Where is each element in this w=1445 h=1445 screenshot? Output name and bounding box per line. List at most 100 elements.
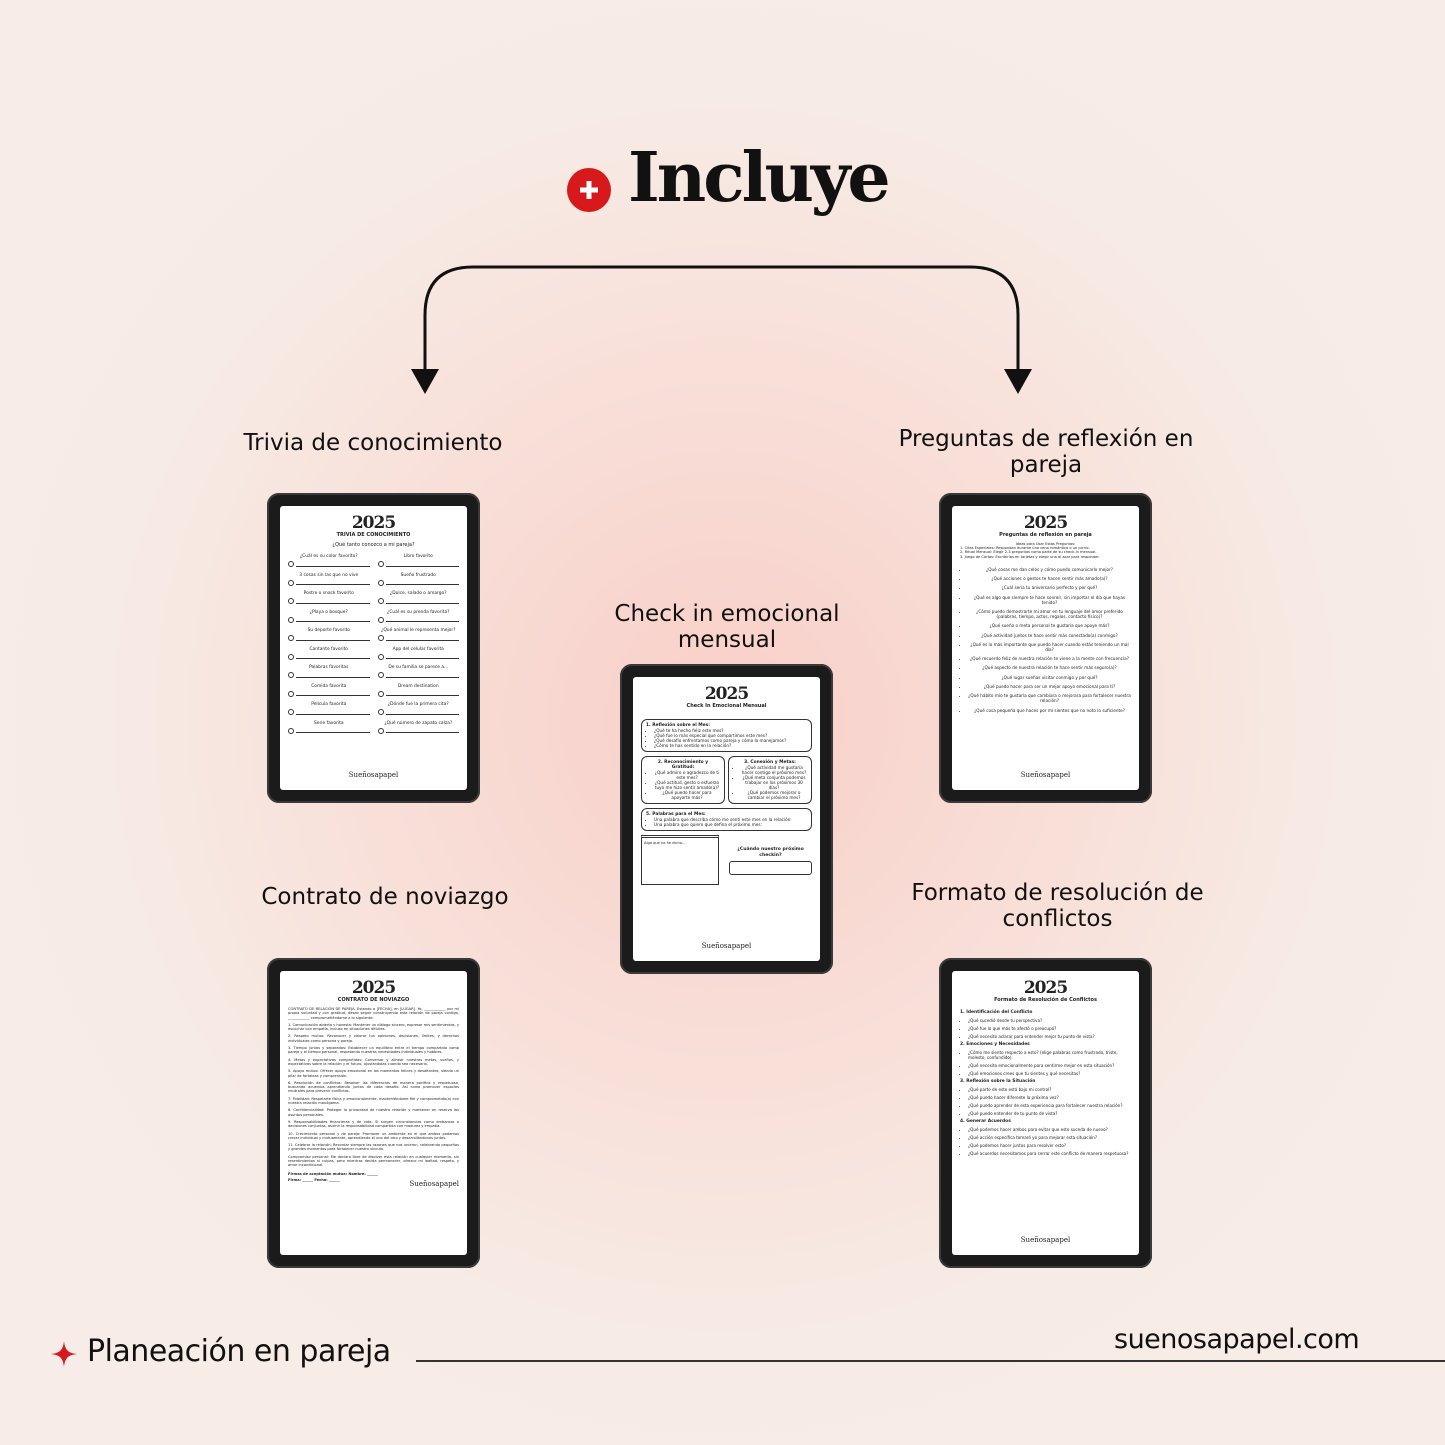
- website-link[interactable]: suenosapapel.com: [1114, 1324, 1360, 1355]
- box-list: ¿Qué actividad me gustaría hacer contigo…: [733, 765, 807, 800]
- trivia-question: Postre o snack favorito: [303, 591, 354, 596]
- blank-line: [296, 617, 370, 622]
- question-item: ¿Qué recuerdo feliz de nuestra relación …: [968, 656, 1131, 661]
- trivia-question: ¿Cuál es su prenda favorita?: [387, 609, 450, 615]
- trivia-item: Sueño frustrado: [377, 572, 459, 592]
- box-item: Una palabra que describa cómo me sentí e…: [654, 817, 807, 822]
- radio-circle-icon: [288, 690, 294, 697]
- radio-circle-icon: [377, 561, 384, 567]
- radio-circle-icon: [288, 672, 294, 678]
- blank-line: [385, 617, 459, 622]
- radio-circle-icon: [288, 635, 294, 641]
- trivia-question: 3 cosas sin las que no vive: [299, 572, 359, 578]
- trivia-question: Palabras favoritas: [309, 665, 349, 670]
- box-item: ¿Qué admiro o agradezco de ti este mes?: [654, 770, 720, 780]
- trivia-item: Cantante favorito: [288, 647, 370, 666]
- question-item: ¿Qué cosas me dan celos y cómo puedo com…: [968, 567, 1131, 572]
- blank-line: [385, 710, 459, 715]
- radio-circle-icon: [377, 709, 384, 715]
- group-item: ¿Qué necesito emocionalmente para sentir…: [968, 1063, 1131, 1068]
- radio-circle-icon: [288, 579, 294, 586]
- tablet-reflexion: 2025 Preguntas de reflexión en pareja Id…: [939, 493, 1152, 803]
- question-item: ¿Qué puedo hacer para ser un mejor apoyo…: [968, 684, 1131, 689]
- question-item: ¿Qué cosa pequeña que haces por mí sient…: [968, 708, 1131, 713]
- group-heading: 3. Reflexión sobre la Situación: [960, 1079, 1036, 1084]
- question-item: ¿Cuál sería tu aniversario perfecto y po…: [968, 585, 1131, 590]
- next-checkin-field: [729, 861, 812, 875]
- box-list: Una palabra que describa cómo me sentí e…: [646, 817, 807, 827]
- box-gratitud: 2. Reconocimiento y Gratitud:¿Qué admiro…: [641, 756, 725, 804]
- tablet-checkin: 2025 Check In Emocional Mensual 1. Refle…: [620, 664, 833, 974]
- answer-line: [377, 653, 459, 660]
- tablet-contrato: 2025 CONTRATO DE NOVIAZGO CONTRATO DE RE…: [267, 958, 480, 1268]
- question-item: ¿Qué sueño o meta personal te gustaría q…: [968, 623, 1131, 628]
- radio-circle-icon: [377, 616, 384, 623]
- box-item: ¿Qué puedo hacer para apoyarte más?: [654, 790, 720, 800]
- box-item: ¿Qué te ha hecho feliz este mes?: [654, 728, 807, 733]
- question-list: ¿Qué cosas me dan celos y cómo puedo com…: [960, 567, 1131, 717]
- sparkle-icon: [51, 1341, 77, 1367]
- intro-line: 3. Juego de Cartas: Escribirlas en tarje…: [960, 554, 1100, 559]
- question-item: ¿Qué lugar sueñas visitar conmigo y por …: [968, 675, 1131, 680]
- section-title-conflictos: Formato de resolución de conflictos: [911, 880, 1204, 932]
- box-item: ¿Qué fue lo más especial que compartimos…: [654, 733, 807, 738]
- radio-circle-icon: [288, 727, 294, 734]
- box-heading: 5. Palabras para el Mes:: [646, 812, 706, 817]
- trivia-question: App del celular favorita: [392, 646, 444, 652]
- blank-line: [385, 728, 459, 733]
- radio-circle-icon: [288, 561, 294, 567]
- blank-line: [385, 654, 459, 659]
- radio-circle-icon: [377, 635, 384, 641]
- blank-line: [296, 599, 370, 604]
- group-list: ¿Qué podemos hacer ambos para evitar que…: [960, 1127, 1131, 1156]
- answer-line: [288, 672, 370, 678]
- trivia-item: ¿Dulce, salado o amargo?: [377, 591, 459, 610]
- radio-circle-icon: [377, 690, 384, 697]
- radio-circle-icon: [377, 727, 384, 734]
- answer-line: [288, 579, 370, 586]
- answer-line: [288, 598, 370, 604]
- radio-circle-icon: [288, 616, 294, 623]
- blank-line: [385, 691, 459, 696]
- trivia-grid: ¿Cuál es su color favorito?Libro favorit…: [288, 554, 459, 739]
- trivia-item: ¿Playa o bosque?: [288, 610, 370, 629]
- trivia-question: Comida favorita: [311, 683, 347, 689]
- brand-logo: Sueñosapapel: [701, 942, 752, 950]
- trivia-question: Sueño frustrado: [400, 572, 436, 578]
- group-list: ¿Cómo me siento respecto a esto? (elige …: [960, 1050, 1131, 1076]
- trivia-item: ¿Qué número de zapato calza?: [377, 720, 459, 740]
- answer-line: [377, 690, 459, 697]
- trivia-question: ¿Dulce, salado o amargo?: [389, 591, 447, 596]
- contract-paragraph: 9. Responsabilidades financieras y de vi…: [288, 1119, 459, 1129]
- trivia-item: De su familia se parece a...: [377, 665, 459, 684]
- answer-line: [288, 727, 370, 734]
- intro-line: 1. Citas Especiales: Respondan durante u…: [960, 546, 1091, 551]
- box-item: ¿Qué actitud, gesto o esfuerzo tuyo me h…: [654, 780, 720, 790]
- contract-paragraph: 4. Metas y expectativas compartidas: Con…: [288, 1057, 459, 1066]
- trivia-question: Cantante favorito: [309, 646, 348, 652]
- trivia-item: Serie favorita: [288, 721, 370, 740]
- group-item: ¿Qué podemos hacer juntos para resolver …: [968, 1143, 1131, 1148]
- contract-paragraph: 7. Fidelidad: Respetarte física y emocio…: [288, 1096, 459, 1106]
- blank-line: [385, 562, 459, 567]
- trivia-question: Su deporte favorito: [307, 628, 350, 633]
- box-metas: 3. Conexión y Metas:¿Qué actividad me gu…: [728, 756, 812, 804]
- contract-paragraph: 8. Confidencialidad: Proteger la privaci…: [288, 1108, 459, 1117]
- brand-logo: Sueñosapapel: [1020, 771, 1071, 779]
- question-item: ¿Qué aspecto de nuestra relación te hace…: [968, 665, 1131, 670]
- year: 2025: [1023, 513, 1068, 533]
- blank-line: [385, 673, 459, 678]
- group-item: ¿Cómo me siento respecto a esto? (elige …: [968, 1050, 1131, 1060]
- brand-logo: Sueñosapapel: [409, 1179, 459, 1188]
- group-item: ¿Qué parte de esto está bajo mi control?: [968, 1087, 1131, 1092]
- blank-line: [296, 580, 370, 585]
- trivia-question: ¿Qué número de zapato calza?: [384, 720, 453, 726]
- contract-paragraph: 2. Respeto mutuo: Reconocer y valorar tu…: [288, 1034, 459, 1043]
- brand-logo: Sueñosapapel: [1020, 1236, 1071, 1244]
- question-item: ¿Cómo puedo demostrarte mi amor en tu le…: [968, 609, 1131, 619]
- tablet-trivia: 2025 TRIVIA DE CONOCIMIENTO ¿Qué tanto c…: [267, 493, 480, 803]
- contract-body: CONTRATO DE RELACIÓN DE PAREJA. Estando …: [288, 1007, 459, 1171]
- answer-line: [377, 579, 459, 586]
- box-item: ¿Qué actividad me gustaría hacer contigo…: [741, 765, 807, 775]
- trivia-item: Libro favorito: [377, 554, 459, 573]
